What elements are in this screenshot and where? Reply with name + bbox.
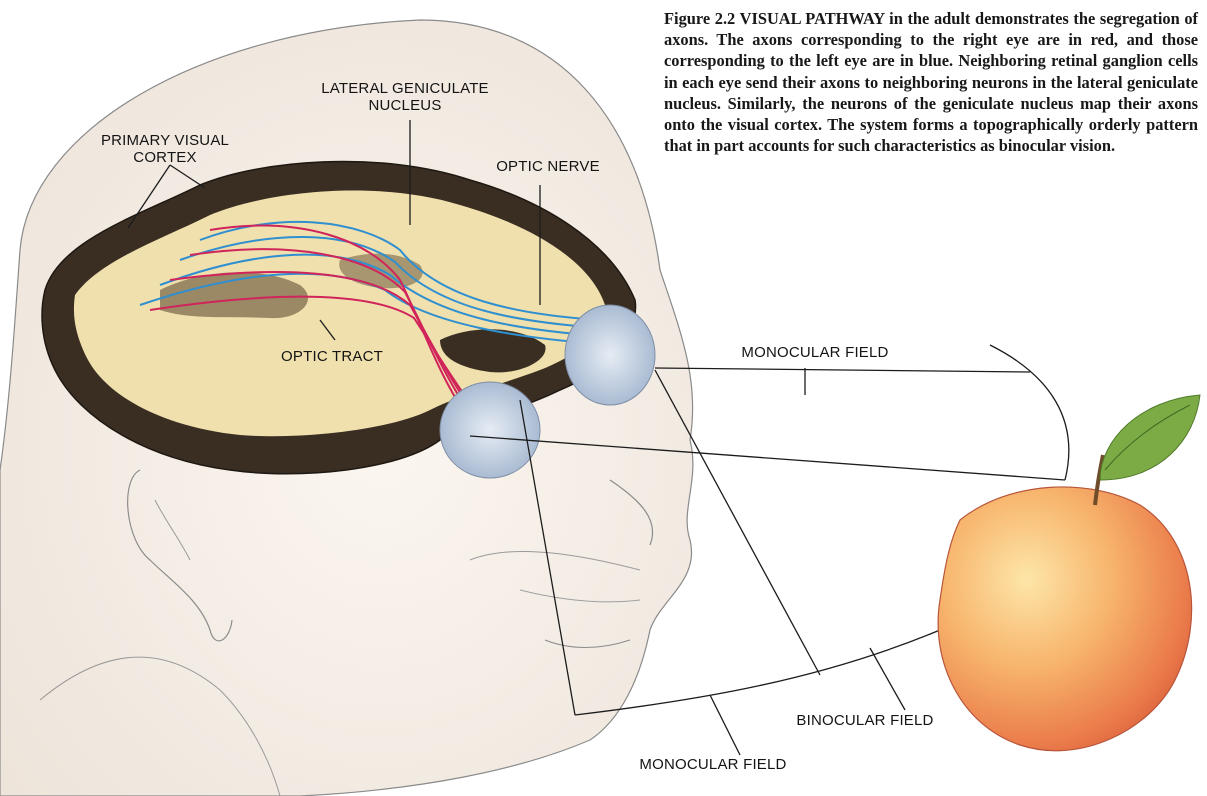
label-monocular-field-bottom: MONOCULAR FIELD (618, 756, 808, 773)
label-binocular-field: BINOCULAR FIELD (785, 712, 945, 729)
figure-caption-text: in the adult demonstrates the segregatio… (664, 9, 1198, 155)
figure-title: VISUAL PATHWAY (740, 9, 885, 28)
label-optic-nerve: OPTIC NERVE (488, 158, 608, 175)
label-lgn-line1: LATERAL GENICULATE (290, 80, 520, 97)
label-monocular-field-top: MONOCULAR FIELD (720, 344, 910, 361)
label-lateral-geniculate-nucleus: LATERAL GENICULATE NUCLEUS (290, 80, 520, 114)
label-pvc-line2: CORTEX (65, 149, 265, 166)
figure-number: Figure 2.2 (664, 9, 735, 28)
figure-caption: Figure 2.2 VISUAL PATHWAY in the adult d… (664, 8, 1198, 156)
label-pvc-line1: PRIMARY VISUAL (65, 132, 265, 149)
label-lgn-line2: NUCLEUS (290, 97, 520, 114)
label-primary-visual-cortex: PRIMARY VISUAL CORTEX (65, 132, 265, 166)
left-eye (565, 305, 655, 405)
label-optic-tract: OPTIC TRACT (272, 348, 392, 365)
